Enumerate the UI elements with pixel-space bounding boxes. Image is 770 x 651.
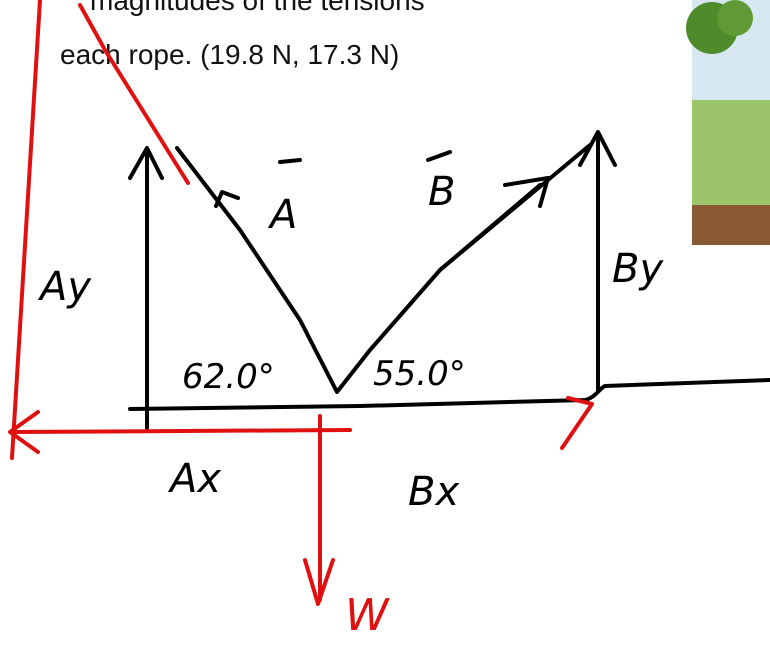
vector-b-segment bbox=[438, 143, 592, 272]
b-y-arrowhead bbox=[578, 130, 617, 167]
vector-a-rope bbox=[175, 146, 542, 394]
label-vector-a: A bbox=[267, 192, 297, 238]
red-right-mark bbox=[560, 396, 594, 450]
red-weight-arrowhead bbox=[303, 558, 335, 606]
tree-photo bbox=[686, 0, 770, 245]
label-a-x: Ax bbox=[167, 456, 221, 502]
label-a-y: Ay bbox=[37, 264, 92, 310]
label-vector-b: B bbox=[428, 169, 455, 215]
vector-a-arrow-mark bbox=[278, 158, 302, 164]
label-b-y: By bbox=[612, 246, 664, 292]
red-horizontal-line bbox=[10, 428, 352, 434]
red-left-arrowhead bbox=[8, 410, 40, 454]
ground-line bbox=[128, 378, 770, 411]
label-angle-b: 55.0° bbox=[373, 354, 466, 394]
vector-b-arrowhead bbox=[503, 176, 550, 208]
label-weight: W bbox=[345, 590, 390, 641]
a-y-arrowhead bbox=[128, 146, 164, 180]
problem-text-line-1: magnitudes of the tensions bbox=[90, 0, 425, 16]
vector-a-arrowhead bbox=[214, 190, 240, 208]
label-angle-a: 62.0° bbox=[182, 357, 275, 397]
red-vertical-line bbox=[10, 0, 42, 460]
red-a-arrow bbox=[78, 3, 190, 185]
vector-b-arrow-mark bbox=[426, 150, 452, 162]
label-b-x: Bx bbox=[408, 469, 459, 515]
